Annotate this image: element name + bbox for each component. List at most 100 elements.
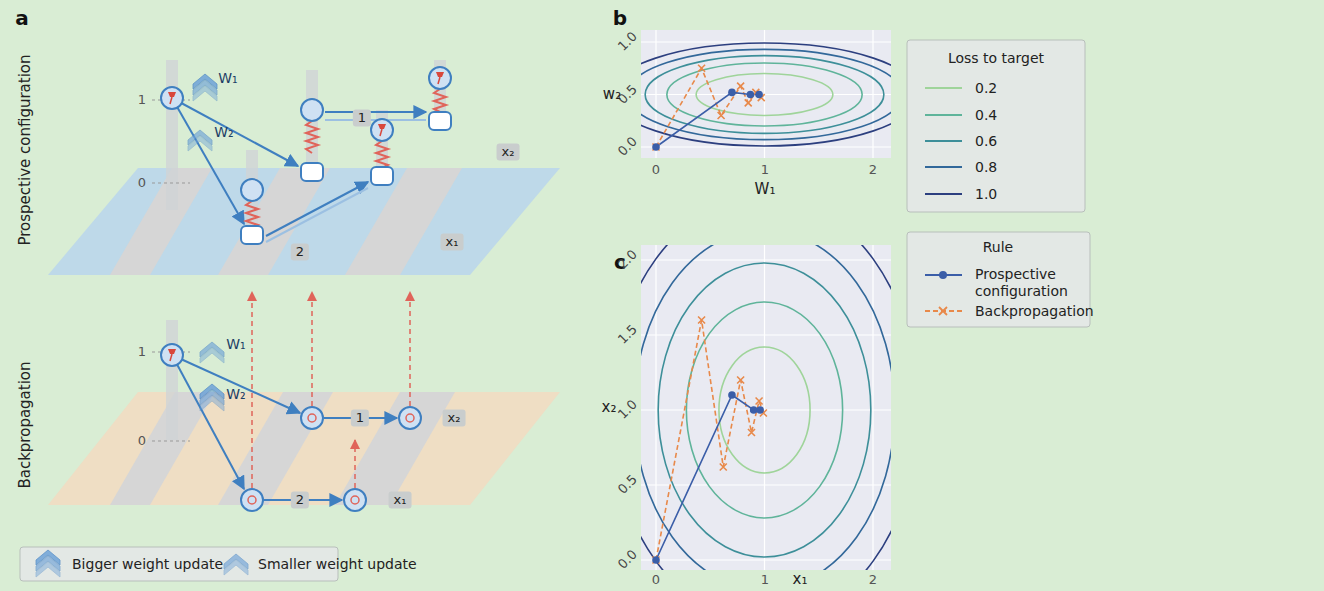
label: 2 (869, 573, 877, 588)
label: x₂ (602, 399, 617, 416)
label: 0 (138, 176, 146, 191)
trajectory (656, 395, 760, 560)
bp-marker (737, 83, 744, 90)
plot-content (641, 30, 891, 158)
bp-marker (653, 144, 660, 151)
illustration-part (399, 407, 421, 429)
illustration-part (308, 414, 316, 422)
label: 1 (761, 573, 769, 588)
label: 1 (138, 93, 146, 108)
weight-chevron (224, 554, 248, 569)
weight-chevron (200, 342, 224, 357)
grid-line (641, 334, 891, 335)
loss-contour (645, 56, 884, 134)
legend-text: Bigger weight update (72, 556, 223, 573)
loss-contour (696, 74, 833, 116)
grid-line (641, 94, 891, 95)
grid-line (764, 245, 765, 570)
bp-marker (745, 99, 752, 106)
legend-text: Backpropagation (975, 303, 1094, 320)
illustration-part (48, 168, 560, 275)
tag-label: x₁ (441, 234, 464, 251)
legend-text: Prospective configuration (975, 266, 1083, 300)
illustration-part (218, 168, 330, 275)
label: W₁ (218, 70, 237, 86)
label: 1.5 (615, 322, 640, 347)
label: 0.0 (615, 547, 640, 572)
illustration-part (376, 141, 388, 168)
illustration-part (241, 226, 263, 244)
illustration-part (344, 489, 366, 511)
illustration-part (301, 163, 323, 181)
illustration-part (241, 179, 263, 201)
label: 2 (869, 163, 877, 178)
legend-marker (939, 271, 947, 279)
label: W₂ (214, 124, 233, 140)
illustration-part (152, 183, 190, 184)
illustration-part (248, 414, 414, 504)
loss-contour (658, 263, 871, 557)
panel-letter: b (613, 7, 627, 30)
illustration-part (241, 489, 263, 511)
illustration-part (354, 440, 356, 488)
pc-marker (747, 91, 755, 99)
label: 0 (652, 573, 660, 588)
grid-line (872, 245, 873, 570)
illustration-part (907, 40, 1085, 212)
illustration-part (161, 344, 183, 366)
illustration-part (438, 77, 440, 84)
legend-text: 0.2 (975, 80, 997, 97)
illustration-part (434, 89, 446, 112)
weight-chevron (36, 550, 60, 565)
panel-letter: a (15, 7, 29, 30)
illustration-part (406, 414, 414, 422)
legend-line (925, 166, 962, 168)
legend-text: 1.0 (975, 186, 997, 203)
illustration-part (371, 119, 393, 141)
tag-label: x₁ (389, 492, 412, 509)
legend-text: 0.6 (975, 133, 997, 150)
label: Prospective configuration (17, 54, 34, 245)
label: W₂ (226, 386, 245, 402)
illustration-part (301, 407, 323, 429)
loss-contour (641, 245, 891, 570)
pc-marker (755, 91, 763, 99)
label: x₁ (793, 571, 808, 588)
illustration-part (110, 392, 215, 505)
tag-label: 2 (291, 244, 309, 261)
illustration-part (429, 67, 451, 89)
loss-contour (641, 49, 891, 139)
pc-marker (728, 391, 736, 399)
grid-line (655, 245, 656, 570)
illustration-part (168, 92, 176, 97)
loss-contour (667, 63, 862, 126)
illustration-part (152, 441, 190, 442)
weight-chevron (188, 130, 212, 145)
grid-line (641, 484, 891, 485)
illustration-part (325, 111, 426, 113)
label: 0.5 (615, 472, 640, 497)
tag-label: x₂ (443, 410, 466, 427)
illustration-part (166, 60, 178, 210)
weight-chevron (200, 384, 224, 399)
tag-label: 2 (291, 492, 309, 509)
illustration-part (335, 392, 455, 505)
illustration-part (170, 354, 172, 361)
bp-marker (737, 377, 744, 384)
legend-line (925, 140, 962, 142)
illustration-part (161, 87, 183, 109)
label: Loss to target (948, 50, 1044, 66)
legend-marker (939, 307, 947, 315)
bp-marker (698, 65, 705, 72)
plot-area (641, 245, 891, 570)
grid-line (641, 559, 891, 560)
label: W₁ (755, 181, 776, 198)
pc-marker (756, 406, 764, 414)
label: Backpropagation (17, 361, 34, 488)
bp-marker (720, 464, 727, 471)
plot-content (641, 245, 891, 570)
bp-marker (748, 429, 755, 436)
legend-line (925, 193, 962, 195)
